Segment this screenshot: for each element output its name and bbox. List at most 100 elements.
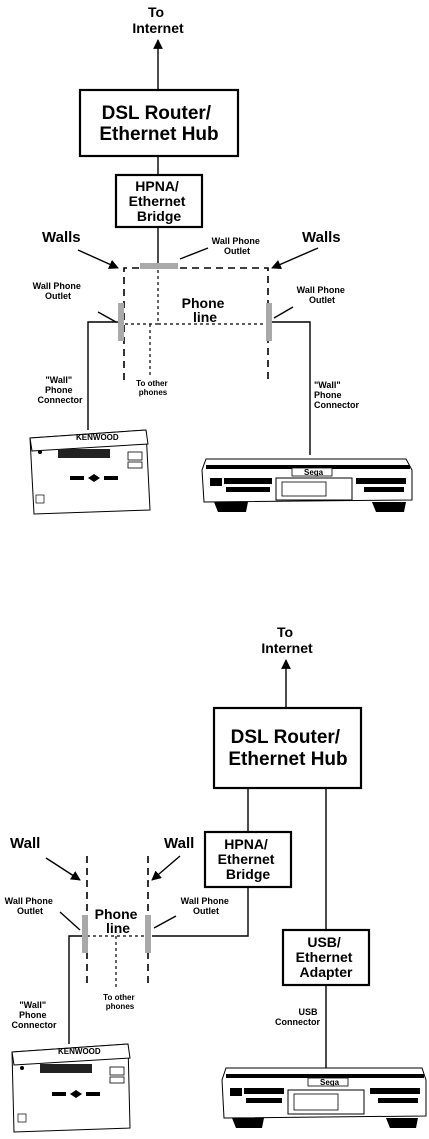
bottom-outlet-right-pointer xyxy=(153,915,177,929)
bottom-other-phones-label: To other phones xyxy=(103,993,137,1011)
top-other-phones-label: To other phones xyxy=(136,379,170,397)
top-bridge-line-3: Bridge xyxy=(137,208,182,224)
bottom-bridge-box xyxy=(203,830,293,889)
bottom-usb-adapter-line-3: Adapter xyxy=(300,964,353,980)
bottom-internet-label: To Internet xyxy=(261,624,313,656)
top-other-phones-line-2: phones xyxy=(139,388,168,397)
bottom-phone-line-line-2: line xyxy=(106,920,130,936)
top-bridge-line-1: HPNA/ xyxy=(135,178,179,194)
top-connector-right-label: "Wall" Phone Connector xyxy=(314,380,359,410)
top-phone-line-label: Phone line xyxy=(182,295,229,325)
bottom-outlet-right-line-2: Outlet xyxy=(193,906,219,916)
bottom-outlet-left-line-2: Outlet xyxy=(17,906,43,916)
bottom-other-phones-line-2: phones xyxy=(106,1002,135,1011)
top-router-label: DSL Router/ Ethernet Hub xyxy=(99,103,218,145)
bottom-wall-outlet-right xyxy=(145,915,151,953)
bottom-left-device-cable xyxy=(68,935,82,1044)
top-outlet-left-line-1: Wall Phone xyxy=(33,281,81,291)
top-connector-left-line-3: Connector xyxy=(38,395,83,405)
bottom-router-box xyxy=(212,706,363,790)
top-connector-left-line-1: "Wall" xyxy=(45,375,72,385)
bottom-answering-machine: KENWOOD xyxy=(11,1043,131,1133)
top-router-line-2: Ethernet Hub xyxy=(99,124,218,145)
top-internet-line-2: Internet xyxy=(132,20,184,36)
top-outlet-right-label: Wall Phone Outlet xyxy=(297,285,348,305)
top-outlet-left-line-2: Outlet xyxy=(45,291,71,301)
top-outlet-top-pointer xyxy=(179,247,209,260)
bottom-outlet-right-label: Wall Phone Outlet xyxy=(181,896,232,916)
top-walls-left-label: Walls xyxy=(42,229,81,246)
bottom-bridge-label: HPNA/ Ethernet Bridge xyxy=(218,836,279,882)
bottom-outlet-left-label: Wall Phone Outlet xyxy=(5,896,56,916)
bottom-outlet-left-line-1: Wall Phone xyxy=(5,896,53,906)
top-bridge-label: HPNA/ Ethernet Bridge xyxy=(129,178,190,224)
bottom-bridge-line-2: Ethernet xyxy=(218,851,275,867)
top-outlet-top-line-1: Wall Phone xyxy=(212,236,260,246)
bottom-internet-line-1: To xyxy=(277,624,293,640)
bottom-router-line-1: DSL Router/ xyxy=(231,727,341,748)
top-router-line-1: DSL Router/ xyxy=(102,103,212,124)
top-other-phones-line-1: To other xyxy=(136,379,167,388)
bottom-diagram: To Internet DSL Router/ Ethernet Hub HPN… xyxy=(5,624,427,1133)
top-bridge-box xyxy=(114,173,204,229)
top-phone-line-line-1: Phone xyxy=(182,295,225,311)
top-wall-outlet-left xyxy=(118,303,124,341)
top-outlet-left-pointer xyxy=(97,311,117,323)
bottom-router-label: DSL Router/ Ethernet Hub xyxy=(228,727,347,770)
top-right-device-cable xyxy=(272,321,311,455)
bottom-connector-left-line-2: Phone xyxy=(19,1010,47,1020)
top-answering-machine: KENWOOD xyxy=(29,429,151,515)
top-outlet-top-line-2: Outlet xyxy=(224,246,250,256)
bottom-usb-connector-line-2: Connector xyxy=(275,1017,320,1027)
top-walls-right-label: Walls xyxy=(302,229,341,246)
bottom-wall-left-label: Wall xyxy=(10,835,40,852)
top-router-box xyxy=(78,88,240,158)
bottom-wall-outlet-left xyxy=(82,915,88,953)
top-bridge-line-2: Ethernet xyxy=(129,193,186,209)
top-outlet-left-label: Wall Phone Outlet xyxy=(33,281,84,301)
top-walls-right-arrow xyxy=(271,247,319,269)
top-game-console: Sega xyxy=(201,458,413,512)
bottom-console-brand: Sega xyxy=(320,1078,340,1087)
top-internet-label: To Internet xyxy=(132,4,184,36)
top-connector-left-line-2: Phone xyxy=(45,385,73,395)
bottom-connector-left-label: "Wall" Phone Connector xyxy=(12,1000,57,1030)
bottom-phone-line-label: Phone line xyxy=(95,906,142,936)
top-outlet-top-label: Wall Phone Outlet xyxy=(212,236,263,256)
top-connector-right-line-2: Phone xyxy=(314,390,342,400)
bottom-phone-line-line-1: Phone xyxy=(95,906,138,922)
bottom-outlet-right-line-1: Wall Phone xyxy=(181,896,229,906)
top-wall-outlet-right xyxy=(266,303,272,341)
bottom-bridge-line-3: Bridge xyxy=(226,866,271,882)
bottom-connector-left-line-1: "Wall" xyxy=(19,1000,46,1010)
bottom-usb-connector-label: USB Connector xyxy=(275,1007,320,1027)
top-phone-line-line-2: line xyxy=(193,309,217,325)
top-phone-line-left xyxy=(124,270,159,325)
top-answering-machine-brand: KENWOOD xyxy=(76,433,119,442)
top-outlet-right-line-1: Wall Phone xyxy=(297,285,345,295)
top-walls-left-arrow xyxy=(77,249,119,269)
bottom-answering-machine-brand: KENWOOD xyxy=(58,1047,101,1056)
bottom-usb-adapter-line-2: Ethernet xyxy=(296,949,353,965)
bottom-usb-adapter-label: USB/ Ethernet Adapter xyxy=(296,934,357,980)
bottom-wall-right-arrow xyxy=(151,855,181,881)
bottom-wall-left-arrow xyxy=(45,857,81,881)
bottom-internet-line-2: Internet xyxy=(261,640,313,656)
top-internet-line-1: To xyxy=(148,4,164,20)
bottom-bridge-line-1: HPNA/ xyxy=(224,836,268,852)
top-outlet-right-pointer xyxy=(273,306,294,319)
top-wall-outlet-top xyxy=(140,263,178,269)
bottom-connector-left-line-3: Connector xyxy=(12,1020,57,1030)
bottom-usb-adapter-line-1: USB/ xyxy=(307,934,341,950)
top-connector-right-line-1: "Wall" xyxy=(314,380,341,390)
bottom-wall-right-label: Wall xyxy=(164,835,194,852)
top-outlet-right-line-2: Outlet xyxy=(309,295,335,305)
bottom-game-console: Sega xyxy=(221,1067,427,1128)
top-diagram: To Internet DSL Router/ Ethernet Hub HPN… xyxy=(29,4,413,515)
bottom-outlet-left-pointer xyxy=(59,911,81,931)
bottom-bridge-outlet-cable xyxy=(152,887,249,937)
bottom-other-phones-line-1: To other xyxy=(103,993,134,1002)
bottom-usb-connector-line-1: USB xyxy=(298,1007,318,1017)
top-left-device-cable xyxy=(87,321,118,430)
